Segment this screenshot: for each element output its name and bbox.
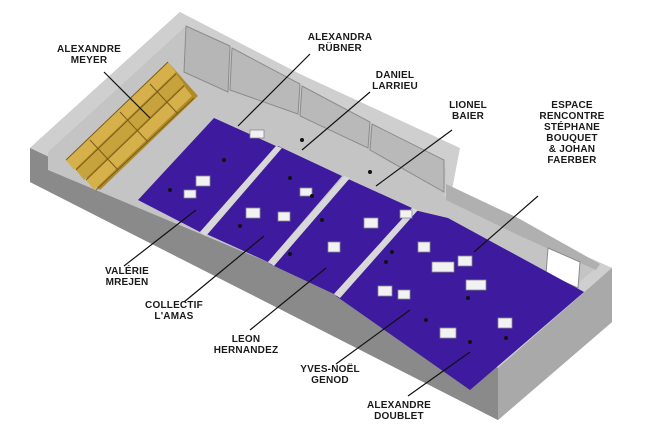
label-yves-noel-genod: YVES-NOËL GENOD	[300, 364, 360, 386]
speaker-stands	[168, 138, 508, 344]
leader-lines	[103, 53, 539, 397]
label-lionel-baier: LIONEL BAIER	[449, 100, 487, 122]
room-espace-rencontre	[336, 210, 584, 390]
label-alexandre-doublet: ALEXANDRE DOUBLET	[366, 400, 432, 422]
room-leon-hernandez	[270, 178, 412, 294]
label-collectif-amas: COLLECTIF L'AMAS	[145, 300, 203, 322]
label-daniel-larrieu: DANIEL LARRIEU	[372, 70, 418, 92]
room-valerie-mrejen	[138, 118, 276, 232]
room-collectif-amas	[202, 146, 342, 262]
label-alexandra-rubner: ALEXANDRA RÜBNER	[307, 32, 373, 54]
label-valerie-mrejen: VALÉRIE MREJEN	[105, 266, 149, 288]
back-rooms	[183, 25, 600, 289]
label-espace-rencontre: ESPACE RENCONTRE STÉPHANE BOUQUET & JOHA…	[539, 100, 605, 166]
exhibition-rooms	[138, 118, 584, 390]
tiered-seating	[65, 61, 198, 191]
furniture	[183, 129, 513, 339]
label-leon-hernandez: LEON HERNANDEZ	[213, 334, 279, 356]
label-alexandre-meyer: ALEXANDRE MEYER	[56, 44, 122, 66]
